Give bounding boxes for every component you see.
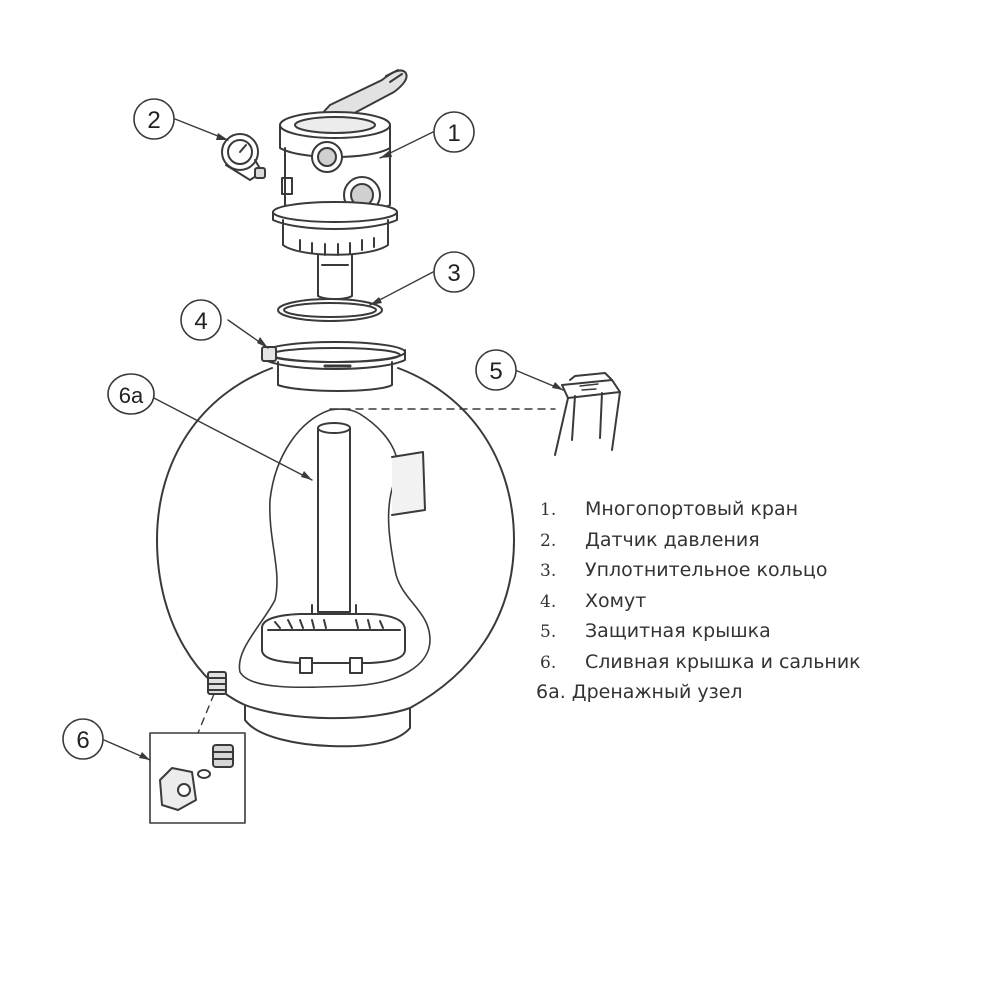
dashed-connectors <box>197 408 556 734</box>
callout-circles <box>62 98 517 760</box>
callout-circle-4 <box>180 299 222 341</box>
legend-number: 5. <box>540 622 557 642</box>
protective-cap <box>554 372 621 456</box>
parts-legend: 1. Многопортовый кран 2. Датчик давления 3… <box>536 494 980 708</box>
o-ring <box>277 298 383 322</box>
callout-label-5: 5 <box>489 358 502 385</box>
tank-base-ring <box>244 704 411 720</box>
lateral-assembly <box>261 422 406 674</box>
legend-text: Датчик давления <box>585 528 760 551</box>
callout-label-6a: 6а <box>119 383 144 408</box>
legend-item: 2. Датчик давления <box>540 525 980 556</box>
drain-cap-detail <box>149 732 246 824</box>
tank-clamp <box>261 341 406 370</box>
legend-number: 6. <box>540 652 557 673</box>
legend-text: Защитная крышка <box>585 620 771 642</box>
tank-neck <box>277 361 393 392</box>
filter-tank <box>156 361 515 748</box>
pressure-gauge <box>221 133 266 181</box>
legend-number: 4. <box>540 591 557 612</box>
callout-circle-6 <box>62 718 104 760</box>
multiport-valve <box>272 69 408 300</box>
callout-circle-1 <box>433 111 475 153</box>
legend-number: 3. <box>540 561 557 581</box>
callout-label-3: 3 <box>447 260 460 287</box>
legend-item: 6а.Дренажный узел <box>536 677 980 708</box>
tank-shell <box>156 367 515 748</box>
callout-label-2: 2 <box>147 107 160 134</box>
legend-item: 3. Уплотнительное кольцо <box>540 555 980 586</box>
callout-label-1: 1 <box>447 120 460 147</box>
legend-text: Хомут <box>585 589 647 612</box>
legend-item: 5. Защитная крышка <box>540 616 980 647</box>
legend-item: 4. Хомут <box>540 586 980 617</box>
legend-text: Сливная крышка и сальник <box>585 650 861 673</box>
callout-circle-3 <box>433 251 475 293</box>
legend-number: 2. <box>540 530 557 551</box>
legend-item: 1. Многопортовый кран <box>540 494 980 525</box>
callout-circle-5 <box>475 349 517 391</box>
legend-number: 1. <box>540 500 557 520</box>
callout-label-6: 6 <box>76 727 89 754</box>
legend-text: Многопортовый кран <box>585 498 799 520</box>
legend-text: Дренажный узел <box>571 681 743 703</box>
callout-circle-2 <box>133 98 175 140</box>
leader-arrowheads <box>139 133 563 760</box>
cutaway-flag <box>391 451 426 516</box>
callout-label-4: 4 <box>194 308 207 335</box>
legend-item: 6. Сливная крышка и сальник <box>540 647 980 678</box>
callout-circle-6a <box>107 373 155 415</box>
legend-number: 6а. <box>536 681 566 703</box>
legend-text: Уплотнительное кольцо <box>585 559 828 581</box>
drain-fitting <box>207 671 227 695</box>
